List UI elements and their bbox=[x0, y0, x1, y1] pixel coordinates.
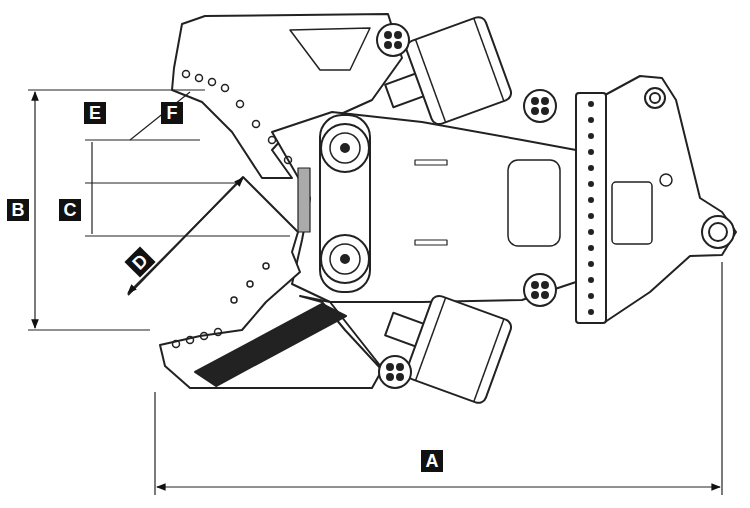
mount-pin bbox=[709, 223, 727, 241]
dimension-letter: A bbox=[421, 450, 443, 472]
main-body bbox=[272, 112, 576, 302]
lower-cylinder bbox=[374, 283, 513, 405]
dimension-letter: B bbox=[7, 199, 29, 221]
mount-pin bbox=[645, 88, 665, 108]
dimension-lines bbox=[28, 90, 722, 495]
pivot-plate bbox=[320, 115, 370, 292]
pivot-pin bbox=[330, 244, 360, 274]
bracket-window bbox=[612, 182, 652, 244]
rotation-flange bbox=[576, 93, 606, 323]
flange-bolts bbox=[588, 101, 594, 315]
cylinder-pin bbox=[524, 90, 556, 122]
pivot-pin bbox=[321, 235, 369, 283]
cylinder-pin bbox=[377, 24, 409, 56]
pivot-pin bbox=[341, 144, 349, 152]
jaw-liner bbox=[195, 304, 346, 386]
dimension-letter: E bbox=[84, 102, 106, 124]
body-slot bbox=[415, 160, 447, 165]
upper-jaw-slot bbox=[290, 28, 370, 70]
wear-strip bbox=[298, 168, 310, 232]
dimension-letter: C bbox=[59, 199, 81, 221]
cylinder-pin bbox=[379, 356, 411, 388]
pivot-pin bbox=[321, 124, 369, 172]
jaw-holes bbox=[173, 71, 292, 348]
mount-pin bbox=[650, 93, 660, 103]
upper-cylinder bbox=[374, 15, 513, 137]
mount-bracket bbox=[605, 76, 736, 322]
inspection-plate bbox=[508, 160, 560, 246]
pivot-pin bbox=[330, 133, 360, 163]
mount-pin bbox=[702, 216, 734, 248]
dimension-letter: F bbox=[161, 102, 183, 124]
pivot-pin bbox=[341, 255, 349, 263]
bracket-bolt bbox=[660, 174, 672, 186]
cylinder-pin bbox=[524, 274, 556, 306]
body-slot bbox=[415, 240, 447, 245]
